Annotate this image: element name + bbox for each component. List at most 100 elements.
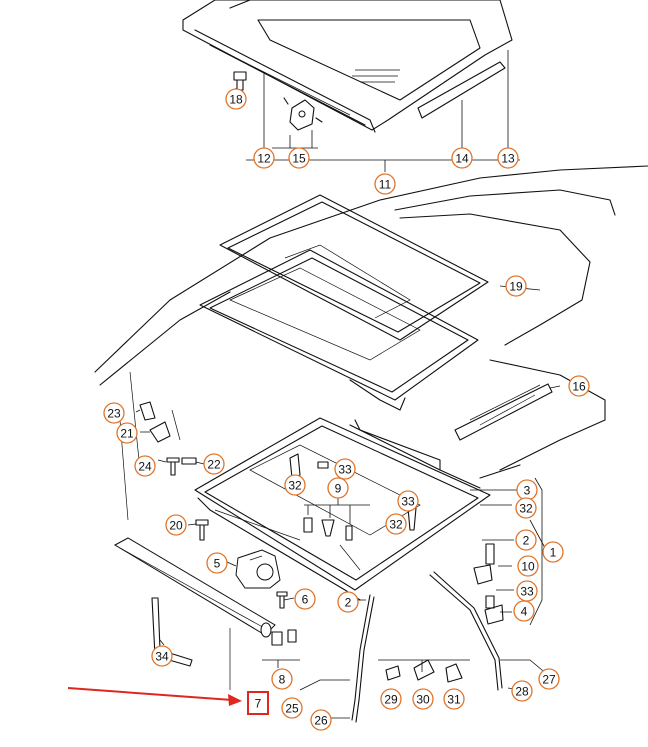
callout-circle xyxy=(334,458,356,480)
callout-circle xyxy=(397,490,419,512)
callout-8: 8 xyxy=(271,668,293,690)
callout-number: 14 xyxy=(455,152,469,166)
callout-10: 10 xyxy=(517,555,539,577)
callout-number: 10 xyxy=(521,560,535,574)
callout-circle xyxy=(385,513,407,535)
callout-number: 33 xyxy=(338,463,352,477)
callout-circle xyxy=(337,591,359,613)
callout-32: 32 xyxy=(515,497,537,519)
callout-circle xyxy=(443,688,465,710)
callout-number: 24 xyxy=(138,460,152,474)
screw-24 xyxy=(166,457,180,476)
sunroof-opening xyxy=(199,249,479,411)
callout-circle xyxy=(374,173,396,195)
callout-32: 32 xyxy=(385,513,407,535)
drain-hose-front xyxy=(351,594,375,723)
callout-14: 14 xyxy=(451,147,473,169)
bracket-15 xyxy=(283,97,323,131)
callout-circle xyxy=(505,275,527,297)
callout-number: 29 xyxy=(384,693,398,707)
callout-number: 1 xyxy=(550,546,557,560)
highlighted-label: 7 xyxy=(255,697,262,711)
callout-number: 27 xyxy=(542,673,556,687)
callout-number: 12 xyxy=(257,152,271,166)
callout-16: 16 xyxy=(568,375,590,397)
hinge-4 xyxy=(484,595,504,625)
callout-33: 33 xyxy=(397,490,419,512)
callout-number: 28 xyxy=(515,685,529,699)
callout-26: 26 xyxy=(310,709,332,731)
callout-34: 34 xyxy=(151,645,173,667)
callout-number: 4 xyxy=(521,605,528,619)
callout-circle xyxy=(271,668,293,690)
callout-circle xyxy=(203,453,225,475)
callout-6: 6 xyxy=(294,588,316,610)
callout-21: 21 xyxy=(116,422,138,444)
callout-15: 15 xyxy=(288,147,310,169)
callout-28: 28 xyxy=(511,680,533,702)
callout-32: 32 xyxy=(284,474,306,496)
callout-circle xyxy=(513,600,535,622)
callout-27: 27 xyxy=(538,668,560,690)
rear-seal-strip xyxy=(417,61,506,119)
callout-number: 31 xyxy=(447,693,461,707)
callout-number: 23 xyxy=(107,407,121,421)
callout-circle xyxy=(165,514,187,536)
callout-circle xyxy=(542,541,564,563)
clip-29 xyxy=(385,665,401,681)
callout-number: 15 xyxy=(292,152,306,166)
callout-19: 19 xyxy=(505,275,527,297)
highlight-arrow xyxy=(67,687,242,706)
callout-12: 12 xyxy=(253,147,275,169)
callout-number: 13 xyxy=(501,152,515,166)
callout-number: 9 xyxy=(335,482,342,496)
callout-number: 32 xyxy=(288,479,302,493)
callout-number: 21 xyxy=(120,427,134,441)
callout-31: 31 xyxy=(443,688,465,710)
callout-24: 24 xyxy=(134,455,156,477)
hinge-10 xyxy=(473,543,495,585)
callout-circle xyxy=(225,88,247,110)
callout-circle xyxy=(281,697,303,719)
callout-number: 30 xyxy=(416,693,430,707)
frame-seal xyxy=(219,194,489,341)
callout-25: 25 xyxy=(281,697,303,719)
callout-circle xyxy=(103,402,125,424)
clip-group-9 xyxy=(303,517,353,541)
callout-circle xyxy=(515,529,537,551)
callout-number: 2 xyxy=(523,534,530,548)
callout-circle xyxy=(511,680,533,702)
callout-circle xyxy=(134,455,156,477)
callout-circle xyxy=(151,645,173,667)
callout-4: 4 xyxy=(513,600,535,622)
callout-number: 8 xyxy=(279,673,286,687)
callout-number: 34 xyxy=(155,650,169,664)
callout-circle xyxy=(327,477,349,499)
callout-number: 16 xyxy=(572,380,586,394)
glass-panel xyxy=(182,0,513,133)
sun-shade xyxy=(113,537,276,690)
screw-set-8 xyxy=(271,629,297,646)
callout-number: 18 xyxy=(229,93,243,107)
callout-11: 11 xyxy=(374,173,396,195)
clip-30 xyxy=(413,659,435,681)
callout-13: 13 xyxy=(497,147,519,169)
callout-circle xyxy=(206,552,228,574)
callout-33: 33 xyxy=(334,458,356,480)
callout-circle xyxy=(288,147,310,169)
callout-29: 29 xyxy=(380,688,402,710)
bracket-32a xyxy=(289,453,301,479)
callout-circle xyxy=(284,474,306,496)
callout-7-highlighted: 7 xyxy=(247,691,269,715)
callout-circle xyxy=(116,422,138,444)
callout-number: 32 xyxy=(519,502,533,516)
clip-21 xyxy=(149,409,181,443)
callout-circle xyxy=(412,688,434,710)
callout-number: 19 xyxy=(509,280,523,294)
car-roof-outline xyxy=(94,165,648,521)
screw-6 xyxy=(276,591,288,609)
callout-9: 9 xyxy=(327,477,349,499)
